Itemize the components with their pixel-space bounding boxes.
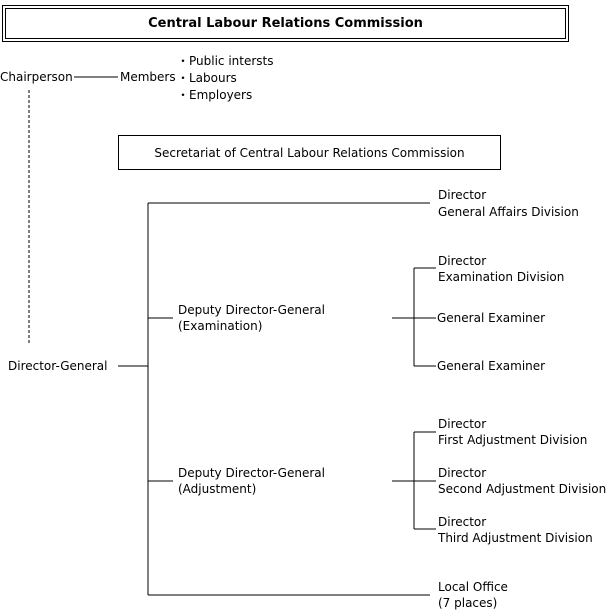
local-office-label: Local Office xyxy=(438,580,508,594)
secretariat-label: Secretariat of Central Labour Relations … xyxy=(154,145,465,160)
commission-title-box: Central Labour Relations Commission xyxy=(2,5,569,42)
third-adjustment-director: Director xyxy=(438,515,487,529)
general-affairs-director: Director xyxy=(438,188,487,202)
examination-division: Examination Division xyxy=(438,270,565,284)
deputy-examination-title: Deputy Director-General xyxy=(178,303,325,317)
second-adjustment-director: Director xyxy=(438,466,487,480)
deputy-adjustment-sub: (Adjustment) xyxy=(178,482,257,496)
members-item-employers: ・Employers xyxy=(177,88,253,102)
first-adjustment-director: Director xyxy=(438,417,487,431)
secretariat-box: Secretariat of Central Labour Relations … xyxy=(118,135,501,170)
deputy-examination-sub: (Examination) xyxy=(178,319,263,333)
general-examiner-2: General Examiner xyxy=(437,359,546,373)
members-item-labours: ・Labours xyxy=(177,71,237,85)
local-office-count: (7 places) xyxy=(438,596,498,610)
deputy-adjustment-title: Deputy Director-General xyxy=(178,466,325,480)
chairperson-label: Chairperson xyxy=(0,70,73,84)
examination-director: Director xyxy=(438,254,487,268)
general-examiner-1: General Examiner xyxy=(437,311,546,325)
general-affairs-division: General Affairs Division xyxy=(438,205,579,219)
members-item-public-interests: ・Public intersts xyxy=(177,54,274,68)
members-label: Members xyxy=(120,70,176,84)
commission-title: Central Labour Relations Commission xyxy=(5,8,566,39)
director-general-label: Director-General xyxy=(8,359,108,373)
second-adjustment-division: Second Adjustment Division xyxy=(438,482,607,496)
first-adjustment-division: First Adjustment Division xyxy=(438,433,588,447)
third-adjustment-division: Third Adjustment Division xyxy=(438,531,593,545)
